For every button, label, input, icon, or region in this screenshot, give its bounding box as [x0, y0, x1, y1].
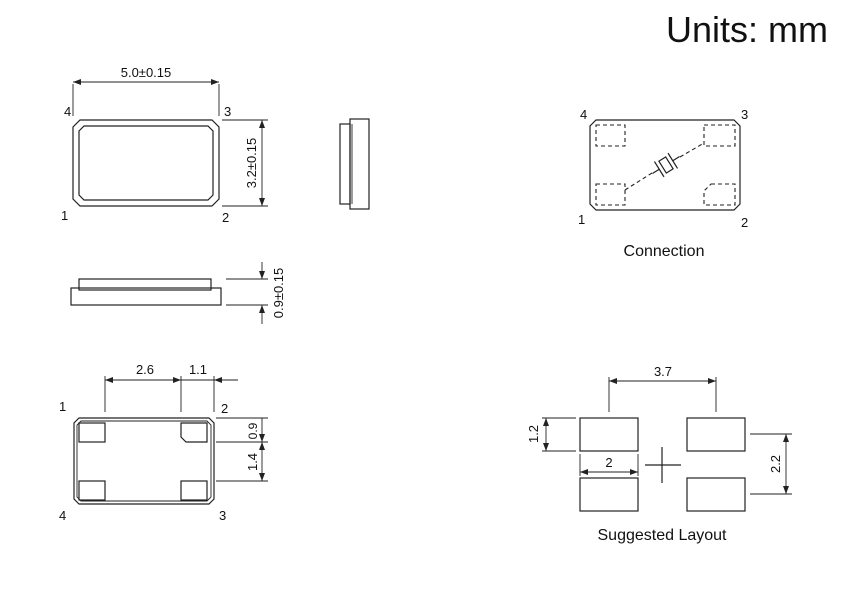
- arrowhead: [173, 377, 181, 383]
- bottom-pin-4: 4: [59, 508, 66, 523]
- layout-pad: [686, 417, 746, 452]
- units-title: Units: mm: [666, 9, 828, 50]
- connection-diagram: 4 3 1 2 Connection: [578, 107, 748, 260]
- crystal-plate: [653, 161, 665, 178]
- bottom-view: 2.6 1.1 0.9 1.4 1 2 4 3: [59, 362, 268, 523]
- side-view: 0.9±0.15: [70, 262, 286, 324]
- top-pin-2: 2: [222, 210, 229, 225]
- arrowhead: [783, 486, 789, 494]
- layout-pad: [579, 417, 639, 452]
- arrowhead: [783, 434, 789, 442]
- connection-caption: Connection: [624, 243, 705, 260]
- layout-dim-span: 3.7: [654, 364, 672, 379]
- crystal-symbol: [652, 152, 680, 178]
- bottom-dim-d: 1.4: [245, 453, 260, 471]
- bottom-dim-c: 0.9: [246, 422, 260, 439]
- top-view-inner-outline: [78, 125, 214, 201]
- layout-caption: Suggested Layout: [598, 527, 728, 544]
- arrowhead: [609, 378, 617, 384]
- arrowhead: [105, 377, 113, 383]
- connection-outline: [589, 119, 741, 211]
- bottom-pin-3: 3: [219, 508, 226, 523]
- top-pin-3: 3: [224, 104, 231, 119]
- layout-dim-pad-h: 1.2: [526, 425, 541, 443]
- bottom-pad-4: [78, 480, 106, 501]
- top-pin-4: 4: [64, 104, 71, 119]
- end-view: [339, 118, 370, 210]
- crystal-lead: [672, 156, 680, 162]
- connection-pin-1: 1: [578, 212, 585, 227]
- crystal-lead: [652, 168, 660, 174]
- bottom-pin-2: 2: [221, 401, 228, 416]
- arrowhead: [259, 198, 265, 206]
- arrowhead: [580, 469, 588, 475]
- end-view-base: [339, 123, 351, 205]
- crystal-plate: [667, 152, 679, 169]
- arrowhead: [543, 443, 549, 451]
- layout-pad: [579, 477, 639, 512]
- bottom-pin-1: 1: [59, 399, 66, 414]
- bottom-dim-b: 1.1: [189, 362, 207, 377]
- bottom-pad-3: [180, 480, 208, 501]
- arrowhead: [259, 120, 265, 128]
- connection-pad-2: [703, 183, 736, 206]
- arrowhead: [259, 442, 265, 450]
- top-view: 5.0±0.15 3.2±0.15 4 3 1 2: [61, 65, 268, 225]
- connection-pin-4: 4: [580, 107, 587, 122]
- layout-dim-pad-w: 2: [605, 455, 612, 470]
- connection-wire-3: [679, 142, 705, 158]
- arrowhead: [259, 305, 265, 313]
- connection-pad-1: [595, 183, 626, 206]
- side-thickness-label: 0.9±0.15: [271, 268, 286, 319]
- arrowhead: [630, 469, 638, 475]
- arrowhead: [211, 79, 219, 85]
- crystal-body: [658, 156, 674, 174]
- end-view-body: [349, 118, 370, 210]
- top-view-outline: [72, 119, 220, 207]
- side-view-lid: [78, 278, 212, 291]
- bottom-view-outline: [73, 417, 215, 505]
- top-height-label: 3.2±0.15: [244, 138, 259, 189]
- arrowhead: [708, 378, 716, 384]
- arrowhead: [214, 377, 222, 383]
- side-view-base: [70, 287, 222, 306]
- bottom-pad-1: [78, 422, 106, 443]
- arrowhead: [259, 473, 265, 481]
- connection-pad-4: [595, 124, 626, 147]
- arrowhead: [73, 79, 81, 85]
- top-pin-1: 1: [61, 208, 68, 223]
- connection-pin-3: 3: [741, 107, 748, 122]
- connection-pad-3: [703, 124, 736, 147]
- arrowhead: [259, 271, 265, 279]
- connection-pin-2: 2: [741, 215, 748, 230]
- bottom-view-inner-outline: [76, 420, 212, 502]
- top-width-label: 5.0±0.15: [121, 65, 172, 80]
- layout-dim-total-h: 2.2: [768, 455, 783, 473]
- suggested-layout: 3.7 1.2 2 2.2 Suggested Layout: [526, 364, 792, 544]
- layout-pad: [686, 477, 746, 512]
- bottom-pad-2: [180, 422, 208, 443]
- arrowhead: [259, 434, 265, 442]
- arrowhead: [543, 418, 549, 426]
- connection-wire-1: [624, 172, 653, 191]
- bottom-dim-a: 2.6: [136, 362, 154, 377]
